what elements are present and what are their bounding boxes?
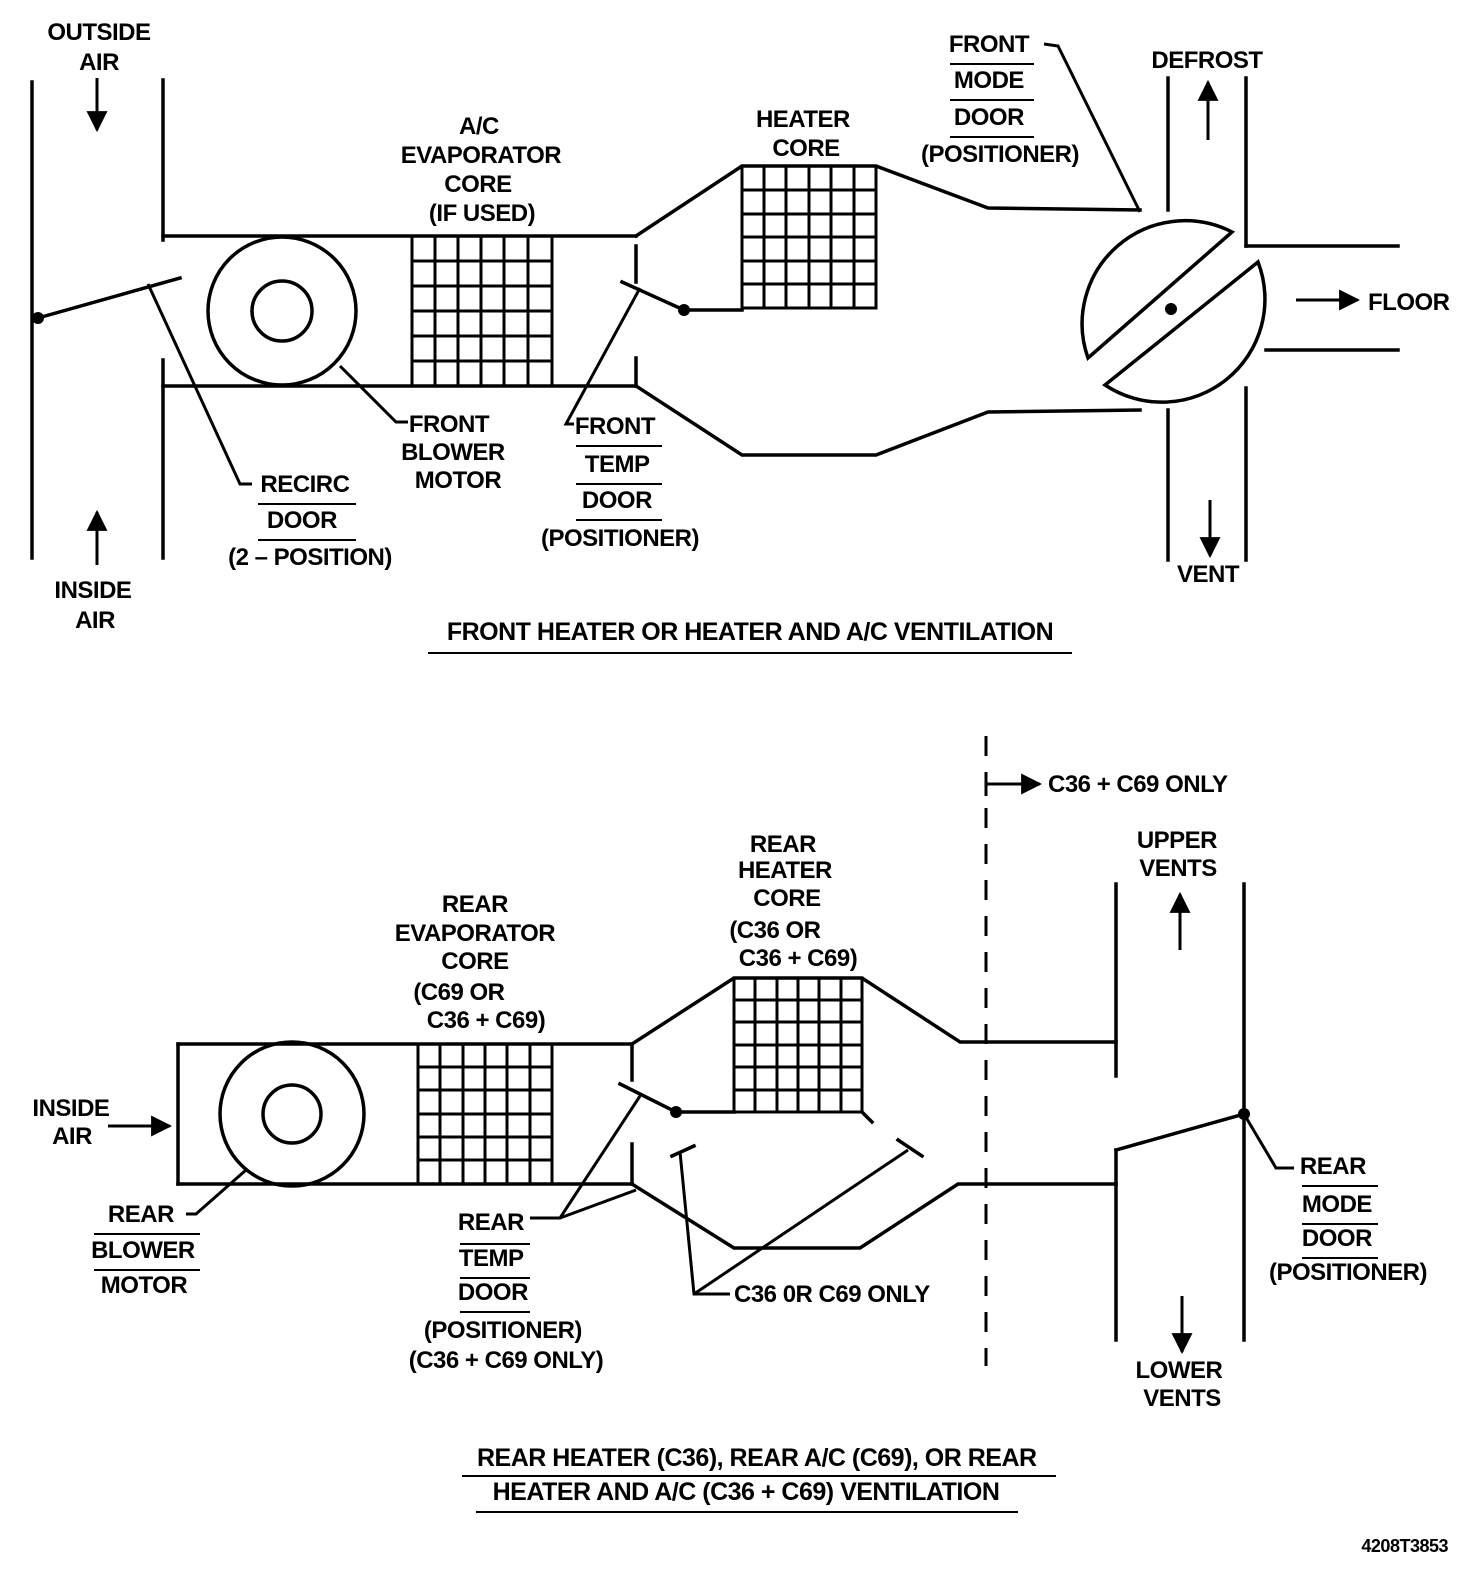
c36-c69-only-label: C36 + C69 ONLY — [1048, 771, 1228, 798]
upper-vents-label: UPPER VENTS — [1137, 827, 1223, 882]
recirc-door-flap — [35, 275, 183, 321]
rear-heater-core-grid — [732, 976, 864, 1114]
recirc-door-label: RECIRC DOOR (2 – POSITION) — [228, 471, 392, 571]
front-mode-door-upper — [1080, 218, 1236, 362]
front-inside-air-label: INSIDE AIR — [54, 577, 137, 634]
front-mode-door-pivot — [1165, 303, 1177, 315]
front-mode-door-lower — [1102, 259, 1267, 404]
rear-temp-door-pivot — [670, 1106, 682, 1118]
rear-temp-door-leader-lower — [559, 1188, 637, 1220]
front-evaporator-grid — [410, 234, 554, 388]
front-heater-plenum-top — [633, 164, 1142, 239]
c36-or-c69-leader-left — [678, 1151, 730, 1296]
rear-heater-plenum-bottom — [629, 1181, 1118, 1250]
outside-air-label: OUTSIDE AIR — [47, 19, 156, 76]
c36-or-c69-only-label: C36 0R C69 ONLY — [734, 1281, 930, 1308]
lower-vents-label: LOWER VENTS — [1136, 1357, 1229, 1412]
c36-or-c69-baffle-right — [895, 1137, 925, 1159]
rear-evaporator-grid — [416, 1042, 554, 1186]
recirc-door-leader — [146, 283, 252, 486]
rear-heater-core-label: REAR HEATER CORE (C36 OR C36 + C69) — [729, 831, 857, 972]
c36-or-c69-baffle-left — [669, 1143, 697, 1159]
rear-diagram: C36 + C69 ONLY — [32, 736, 1428, 1513]
front-mode-door-leader — [1043, 42, 1142, 213]
defrost-label: DEFROST — [1151, 47, 1263, 74]
rear-mode-door-flap — [1113, 1111, 1247, 1153]
rear-temp-door-flap — [617, 1081, 679, 1115]
rear-heater-plenum-top — [629, 976, 1118, 1047]
recirc-door-pivot — [32, 312, 44, 324]
front-diagram: OUTSIDE AIR INSIDE AIR A/C EVAPORATOR CO… — [30, 19, 1450, 654]
rear-inside-air-label: INSIDE AIR — [32, 1095, 115, 1150]
rear-blower-housing — [218, 1040, 366, 1188]
front-blower-motor-label: FRONT BLOWER MOTOR — [401, 411, 511, 494]
front-temp-door-flap — [619, 279, 687, 313]
rear-blower-motor-icon — [261, 1083, 323, 1145]
rear-mode-door-label: REAR MODE DOOR (POSITIONER) — [1269, 1153, 1427, 1286]
c36-or-c69-leader-right — [693, 1148, 909, 1296]
rear-caption: REAR HEATER (C36), REAR A/C (C69), OR RE… — [477, 1444, 1043, 1506]
front-temp-door-leader — [563, 287, 642, 426]
rear-mode-door-leader — [1242, 1113, 1294, 1170]
vent-label: VENT — [1177, 561, 1240, 588]
rear-evaporator-label: REAR EVAPORATOR CORE (C69 OR C36 + C69) — [395, 891, 562, 1034]
rear-temp-door-label: REAR TEMP DOOR (POSITIONER) (C36 + C69 O… — [409, 1209, 604, 1374]
rear-blower-motor-label: REAR BLOWER MOTOR — [91, 1201, 201, 1299]
front-blower-housing — [206, 235, 358, 387]
front-temp-door-pivot — [678, 304, 690, 316]
front-heater-core-label: HEATER CORE — [756, 106, 856, 162]
front-temp-door-label: FRONT TEMP DOOR (POSITIONER) — [541, 413, 699, 552]
front-heater-plenum-bottom — [633, 383, 1142, 457]
floor-label: FLOOR — [1368, 289, 1450, 316]
rear-blower-leader — [186, 1168, 247, 1216]
front-caption: FRONT HEATER OR HEATER AND A/C VENTILATI… — [447, 618, 1053, 646]
front-blower-motor-icon — [250, 279, 314, 343]
front-heater-core-grid — [740, 164, 878, 310]
front-mode-door-label: FRONT MODE DOOR (POSITIONER) — [921, 31, 1079, 168]
front-blower-leader — [338, 364, 408, 424]
figure-id: 4208T3853 — [1361, 1536, 1448, 1556]
front-evaporator-label: A/C EVAPORATOR CORE (IF USED) — [401, 113, 568, 227]
